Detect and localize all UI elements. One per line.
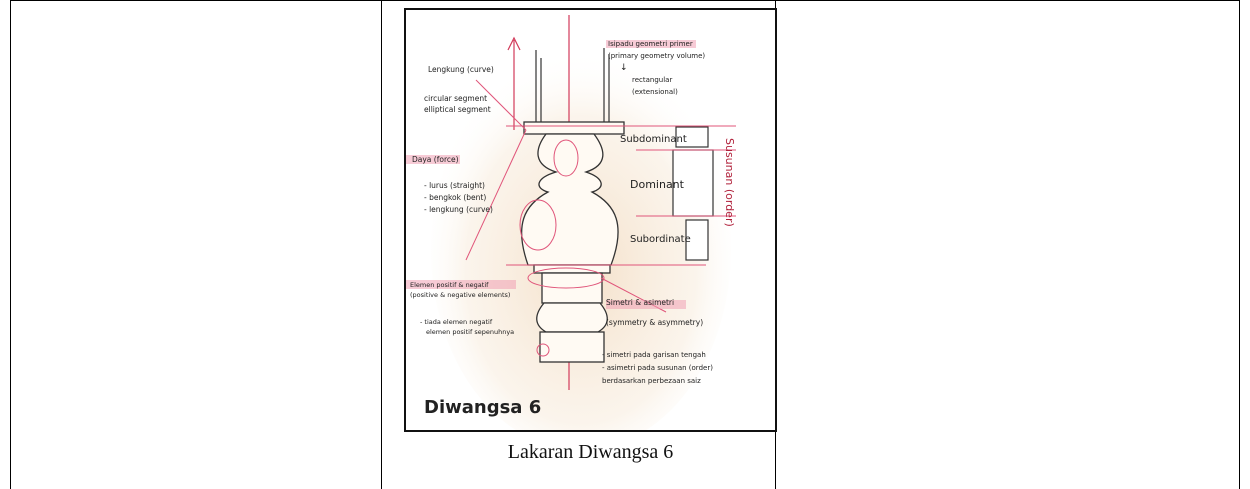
label-s1: - simetri pada garisan tengah	[602, 351, 706, 359]
sketch-title: Diwangsa 6	[424, 397, 541, 418]
label-daya: Daya (force)	[412, 155, 459, 164]
label-lengkung2: - lengkung (curve)	[424, 205, 493, 214]
label-elemen: Elemen positif & negatif	[410, 281, 489, 289]
label-s2: - asimetri pada susunan (order)	[602, 364, 713, 372]
label-circular: circular segment	[424, 94, 487, 103]
label-isipadu-en: (primary geometry volume)	[608, 52, 705, 60]
label-simetri-en: (symmetry & asymmetry)	[606, 318, 703, 327]
label-elemen-en: (positive & negative elements)	[410, 291, 510, 299]
label-bengkok: - bengkok (bent)	[424, 193, 486, 202]
label-tiada2: elemen positif sepenuhnya	[426, 328, 514, 336]
label-simetri: Simetri & asimetri	[606, 298, 674, 307]
label-lurus: - lurus (straight)	[424, 181, 485, 190]
sketch-figure: Lengkung (curve) circular segment ellipt…	[404, 8, 777, 432]
label-susunan: Susunan (order)	[723, 138, 736, 227]
table-right-border	[1239, 0, 1240, 489]
diwangsa-sketch: Lengkung (curve) circular segment ellipt…	[406, 10, 777, 432]
label-lengkung: Lengkung (curve)	[428, 65, 494, 74]
label-isipadu: Isipadu geometri primer	[608, 40, 693, 48]
label-elliptical: elliptical segment	[424, 105, 491, 114]
label-subordinate: Subordinate	[630, 234, 691, 245]
label-subdominant: Subdominant	[620, 134, 687, 145]
label-tiada: - tiada elemen negatif	[420, 318, 493, 326]
table-left-border	[10, 0, 11, 489]
label-rect: rectangular	[632, 76, 672, 84]
figure-caption: Lakaran Diwangsa 6	[404, 441, 777, 464]
label-arrow-down: ↓	[620, 63, 628, 73]
label-ext: (extensional)	[632, 88, 678, 96]
table-col-divider-1	[381, 0, 382, 489]
label-s3: berdasarkan perbezaan saiz	[602, 377, 701, 385]
label-dominant: Dominant	[630, 178, 685, 191]
table-top-border	[10, 0, 1240, 1]
